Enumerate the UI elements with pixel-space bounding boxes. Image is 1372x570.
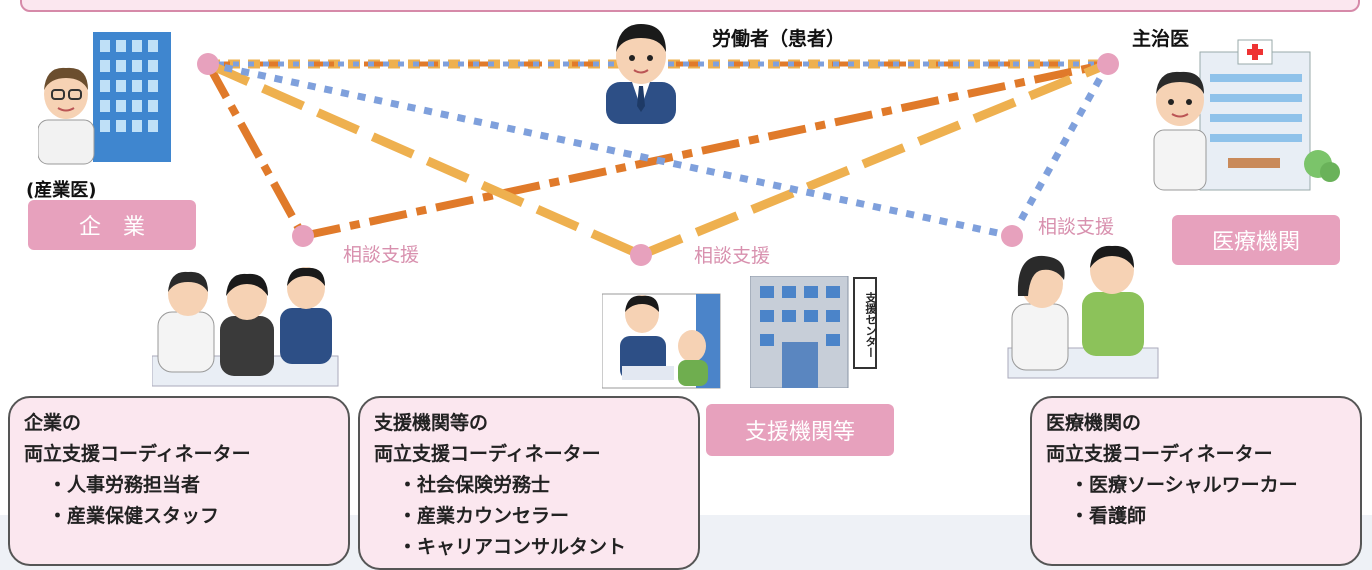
company-coordinator-card: 企業の 両立支援コーディネーター ・人事労務担当者 ・産業保健スタッフ (8, 396, 350, 566)
card-title: 企業の (24, 412, 82, 434)
top-banner (20, 0, 1360, 12)
company-box: 企 業 (28, 200, 196, 250)
link-doctor-right-consult (1008, 62, 1112, 238)
link-company-left-consult (204, 62, 307, 238)
link-mid-consult-doctor (639, 59, 1110, 260)
consult-label-right: 相談支援 (1038, 216, 1115, 238)
card-item: ・看護師 (1070, 505, 1147, 527)
occupational-doctor-label: (産業医) (26, 180, 97, 201)
support-center-building (750, 276, 877, 388)
card-item: ・産業カウンセラー (398, 505, 570, 527)
hospital-illustration (1153, 39, 1340, 191)
company-building-illustration (38, 32, 171, 165)
node-company (197, 53, 219, 75)
node-right-consult (1001, 225, 1023, 247)
card-item: ・キャリアコンサルタント (398, 536, 627, 558)
card-title: 両立支援コーディネーター (24, 443, 251, 465)
medical-consultation-illustration (1007, 245, 1159, 379)
support-organization-box: 支援機関等 (706, 404, 894, 456)
consult-label-middle: 相談支援 (694, 245, 771, 267)
worker-illustration (606, 24, 676, 124)
link-company-right-consult (207, 60, 1013, 240)
card-item: ・社会保険労務士 (398, 474, 551, 496)
consult-label-left: 相談支援 (343, 244, 420, 266)
card-title: 両立支援コーディネーター (374, 443, 601, 465)
medical-coordinator-card: 医療機関の 両立支援コーディネーター ・医療ソーシャルワーカー ・看護師 (1030, 396, 1362, 566)
card-item: ・医療ソーシャルワーカー (1070, 474, 1298, 496)
card-title: 両立支援コーディネーター (1046, 443, 1273, 465)
medical-institution-box: 医療機関 (1172, 215, 1340, 265)
card-item: ・産業保健スタッフ (48, 505, 220, 527)
link-left-consult-doctor (302, 60, 1109, 240)
doctor-label: 主治医 (1132, 28, 1190, 50)
link-company-mid-consult (206, 59, 643, 260)
company-meeting-illustration (152, 267, 339, 387)
card-title: 医療機関の (1046, 412, 1142, 434)
support-coordinator-card: 支援機関等の 両立支援コーディネーター ・社会保険労務士 ・産業カウンセラー ・… (358, 396, 700, 570)
node-mid-consult (630, 244, 652, 266)
card-title: 支援機関等の (374, 412, 489, 434)
card-item: ・人事労務担当者 (48, 474, 201, 496)
support-consultation-illustration (602, 293, 721, 389)
worker-label: 労働者（患者） (712, 28, 846, 50)
support-center-sign: 支援センター (864, 292, 877, 358)
node-doctor (1097, 53, 1119, 75)
node-left-consult (292, 225, 314, 247)
